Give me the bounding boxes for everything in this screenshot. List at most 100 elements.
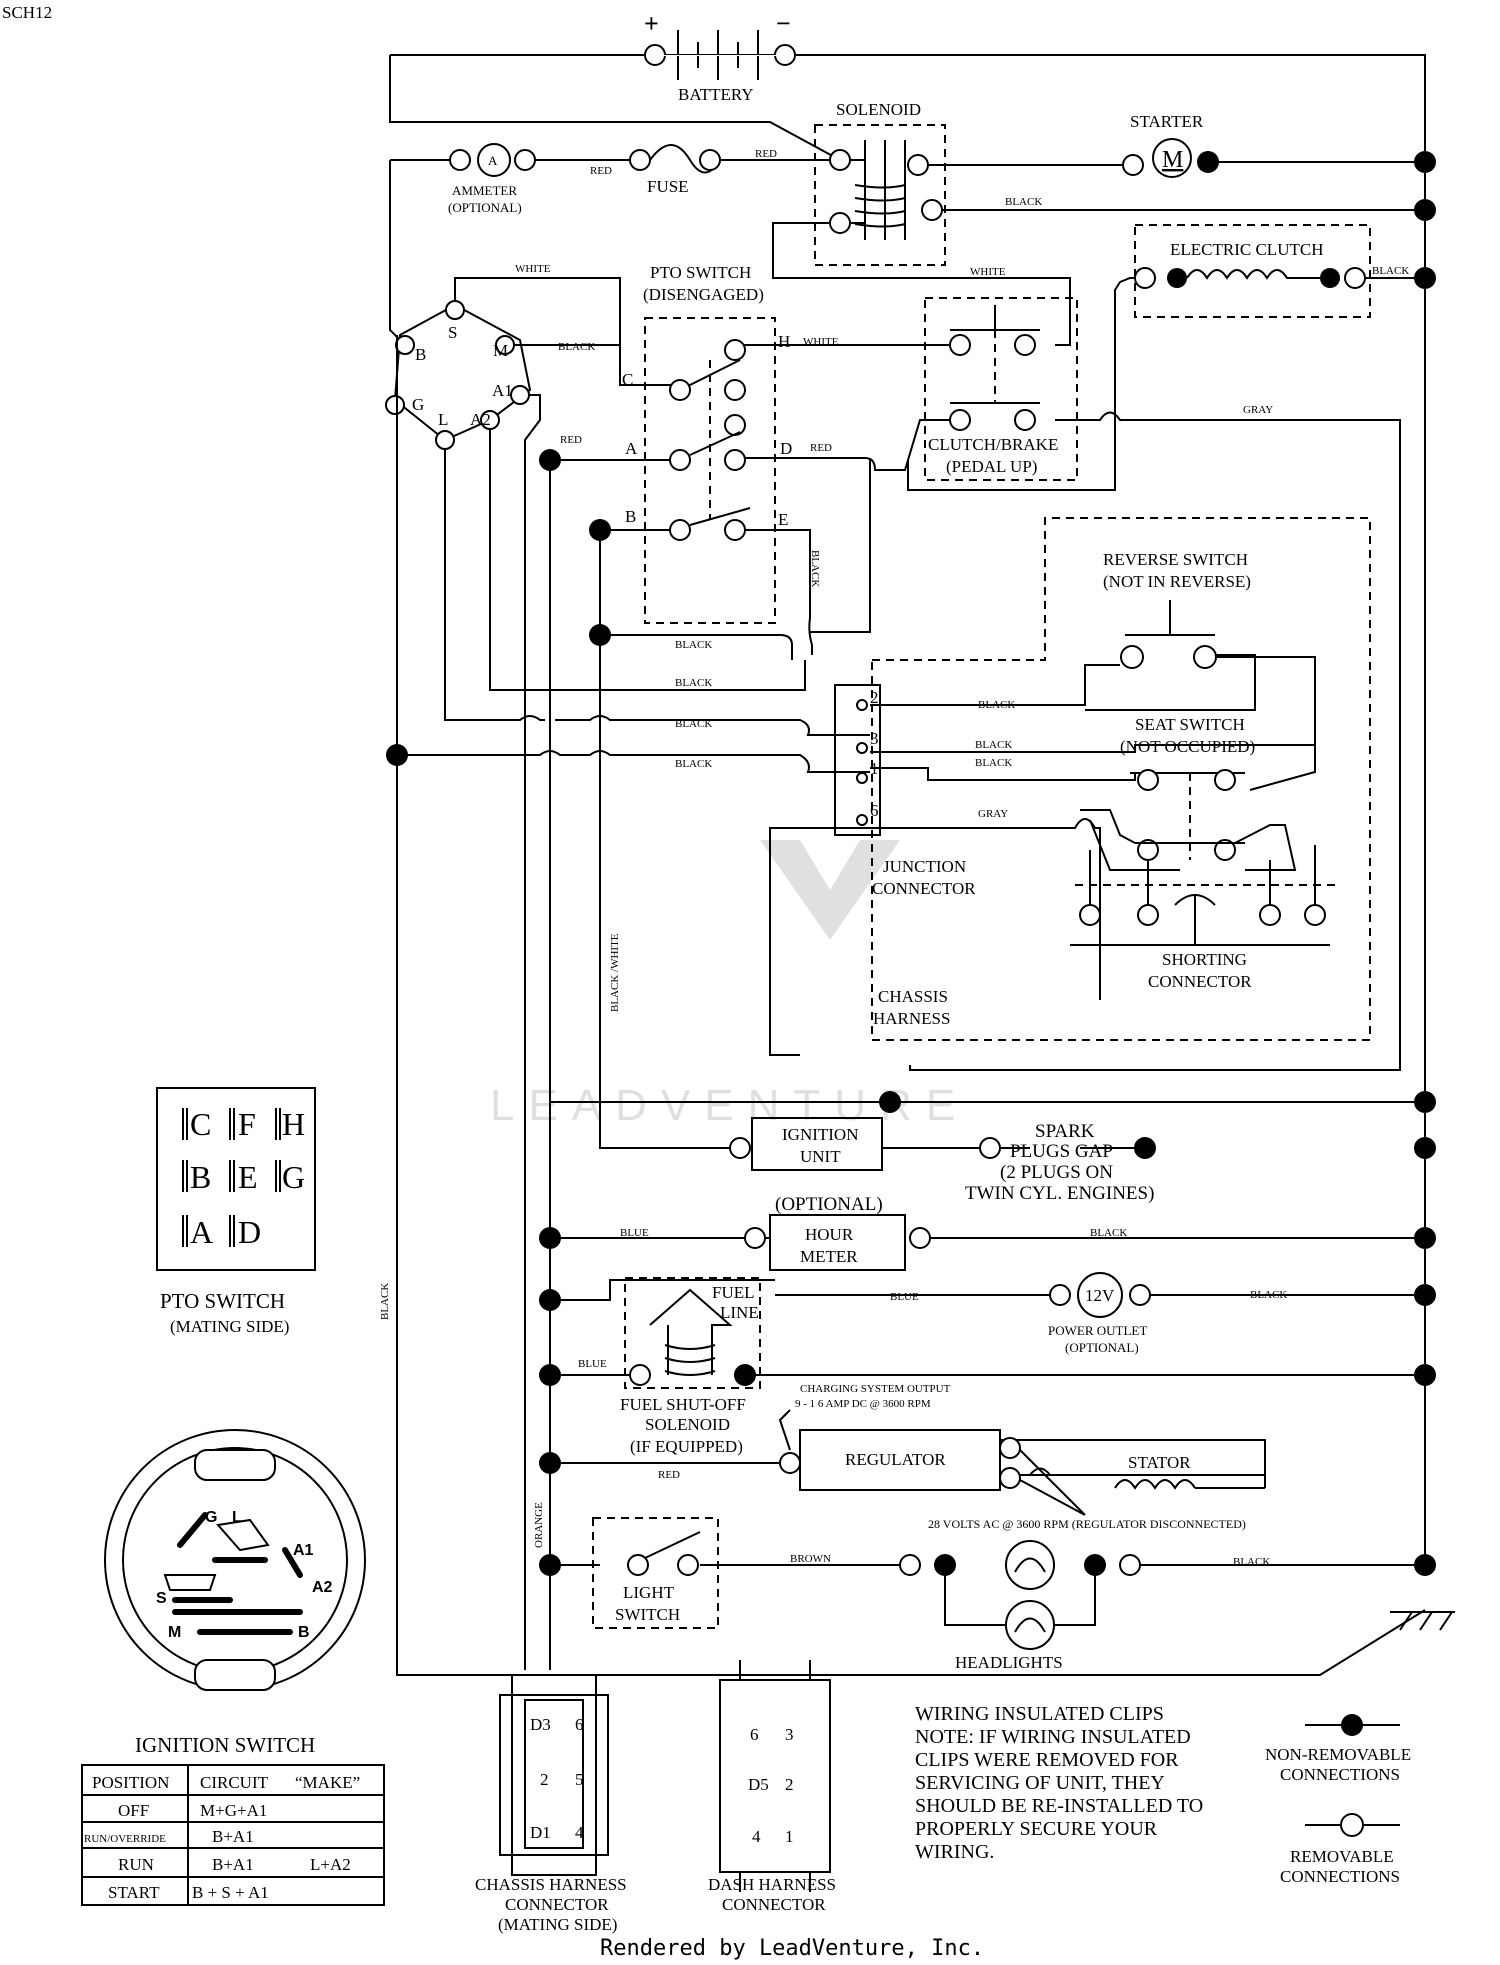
dash-pin: 6	[750, 1725, 759, 1744]
pto-pin-e: E	[238, 1159, 258, 1195]
power-outlet: 12V POWER OUTLET (OPTIONAL)	[1048, 1272, 1151, 1355]
wire-label: BLACK	[978, 699, 1015, 711]
pto-terminal-h: H	[778, 332, 790, 351]
wire-label: BLACK	[675, 677, 712, 689]
chassis-pin: 2	[540, 1770, 549, 1789]
dash-pin: 4	[752, 1827, 761, 1846]
wire-label: RED	[755, 148, 777, 160]
pto-terminal-c: C	[622, 370, 633, 389]
meter-label: METER	[800, 1247, 858, 1266]
ign-face-a2: A2	[312, 1579, 333, 1596]
fuse: FUSE	[629, 144, 721, 196]
dash-pin: 1	[785, 1827, 794, 1846]
regulator-label: REGULATOR	[845, 1450, 946, 1469]
hour-meter: (OPTIONAL) HOUR METER	[744, 1194, 931, 1271]
table-row-run-position: RUN	[118, 1855, 154, 1874]
pto-pin-f: F	[238, 1106, 256, 1142]
pto-pin-b: B	[190, 1159, 211, 1195]
junction-connector-label: CONNECTOR	[872, 879, 976, 898]
battery-label: BATTERY	[678, 85, 754, 104]
wire-label: RED	[658, 1469, 680, 1481]
junction-connector: 2 3 1 6	[834, 684, 881, 836]
pto-mating-subtitle: (MATING SIDE)	[170, 1317, 289, 1336]
dash-pin: 2	[785, 1775, 794, 1794]
wire-label: WHITE	[970, 266, 1006, 278]
wire-label: BLACK	[675, 639, 712, 651]
table-row-off-position: OFF	[118, 1801, 149, 1820]
hour-label: HOUR	[805, 1225, 854, 1244]
pto-pin-c: C	[190, 1106, 211, 1142]
ign-terminal-a2: A2	[470, 410, 491, 429]
pto-mating-title: PTO SWITCH	[160, 1289, 285, 1313]
wire-label: BLACK	[558, 341, 595, 353]
headlights: HEADLIGHTS	[899, 1540, 1141, 1672]
wire-label: RED	[560, 434, 582, 446]
pto-terminal-b: B	[625, 507, 636, 526]
seat-switch-state: (NOT OCCUPIED)	[1120, 737, 1255, 756]
wire-label: BLACK	[1250, 1289, 1287, 1301]
wire-label: ORANGE	[533, 1502, 545, 1548]
table-row-override-position: RUN/OVERRIDE	[84, 1833, 166, 1845]
pto-pin-h: H	[282, 1106, 305, 1142]
legend-removable: CONNECTIONS	[1280, 1867, 1400, 1886]
charging-amps: 9 - 1 6 AMP DC @ 3600 RPM	[795, 1398, 931, 1410]
legend-non-removable: NON-REMOVABLE	[1265, 1745, 1411, 1764]
solenoid-label: SOLENOID	[836, 100, 921, 119]
dash-connector-title: DASH HARNESS	[708, 1875, 836, 1894]
ignition-unit: IGNITION UNIT SPARK PLUGS GAP (2 PLUGS O…	[729, 1091, 1156, 1204]
dash-pin: 3	[785, 1725, 794, 1744]
ign-terminal-g: G	[412, 395, 424, 414]
wire-labels: RED RED BLACK BLACK WHITE WHITE BLACK WH…	[379, 148, 1409, 1568]
electric-clutch: ELECTRIC CLUTCH	[1134, 224, 1371, 318]
dash-harness-connector: 6 3 D5 2 4 1 DASH HARNESS CONNECTOR	[708, 1660, 836, 1914]
chassis-pin: D1	[530, 1823, 551, 1842]
wire-label: BLACK	[809, 550, 821, 587]
fuel-if-equipped: (IF EQUIPPED)	[630, 1437, 743, 1456]
wire-label: BLUE	[890, 1291, 919, 1303]
fuel-line-label-1: FUEL	[712, 1283, 755, 1302]
table-header-make: “MAKE”	[295, 1773, 360, 1792]
wire-label: BLACK	[975, 757, 1012, 769]
light-label: LIGHT	[623, 1583, 675, 1602]
note-line: WIRING.	[915, 1841, 994, 1863]
wire-label: BLACK /WHITE	[609, 933, 621, 1012]
clutch-brake-switch: CLUTCH/BRAKE (PEDAL UP)	[924, 297, 1078, 481]
electric-clutch-label: ELECTRIC CLUTCH	[1170, 240, 1323, 259]
note-line: CLIPS WERE REMOVED FOR	[915, 1749, 1179, 1771]
table-header-circuit: CIRCUIT	[200, 1773, 269, 1792]
wire-label: WHITE	[515, 263, 551, 275]
solenoid: SOLENOID	[814, 100, 946, 266]
pto-pin-a: A	[190, 1214, 213, 1250]
ammeter: A AMMETER (OPTIONAL)	[448, 143, 536, 215]
pto-terminal-a: A	[625, 439, 638, 458]
chassis-label: CHASSIS	[878, 987, 948, 1006]
power-outlet-label: POWER OUTLET	[1048, 1323, 1147, 1338]
table-row-off-circuit: M+G+A1	[200, 1801, 267, 1820]
wire-label: RED	[810, 442, 832, 454]
power-outlet-optional: (OPTIONAL)	[1065, 1340, 1139, 1355]
wire-label: GRAY	[1243, 404, 1273, 416]
ignition-switch-table: POSITION CIRCUIT “MAKE” OFF M+G+A1 RUN/O…	[81, 1764, 385, 1906]
ign-terminal-b: B	[415, 345, 426, 364]
junction-pin-1: 1	[870, 759, 879, 778]
ign-terminal-m: M	[493, 341, 508, 360]
light-switch: LIGHT SWITCH	[592, 1517, 719, 1629]
shorting-connector-label: CONNECTOR	[1148, 972, 1252, 991]
ign-face-m: M	[168, 1624, 181, 1641]
ignition-switch-title: IGNITION SWITCH	[135, 1733, 315, 1757]
ign-face-g: G	[205, 1509, 217, 1526]
volts-ac-label: 28 VOLTS AC @ 3600 RPM (REGULATOR DISCON…	[928, 1517, 1246, 1531]
wire-label: BLACK	[1372, 265, 1409, 277]
pto-pin-d: D	[238, 1214, 261, 1250]
battery-plus: +	[644, 9, 659, 38]
junction-pin-2: 2	[870, 688, 879, 707]
reverse-switch-state: (NOT IN REVERSE)	[1103, 572, 1251, 591]
wire-label: GRAY	[978, 808, 1008, 820]
wire-label: BLUE	[620, 1227, 649, 1239]
chassis-harness: REVERSE SWITCH (NOT IN REVERSE) SEAT SWI…	[871, 517, 1371, 1041]
stator-label: STATOR	[1128, 1453, 1191, 1472]
chassis-harness-connector: D3 6 2 5 D1 4 CHASSIS HARNESS CONNECTOR …	[475, 1674, 627, 1934]
legend-removable: REMOVABLE	[1290, 1847, 1394, 1866]
starter: STARTER M	[1122, 112, 1219, 178]
wire-label: BLACK	[675, 758, 712, 770]
